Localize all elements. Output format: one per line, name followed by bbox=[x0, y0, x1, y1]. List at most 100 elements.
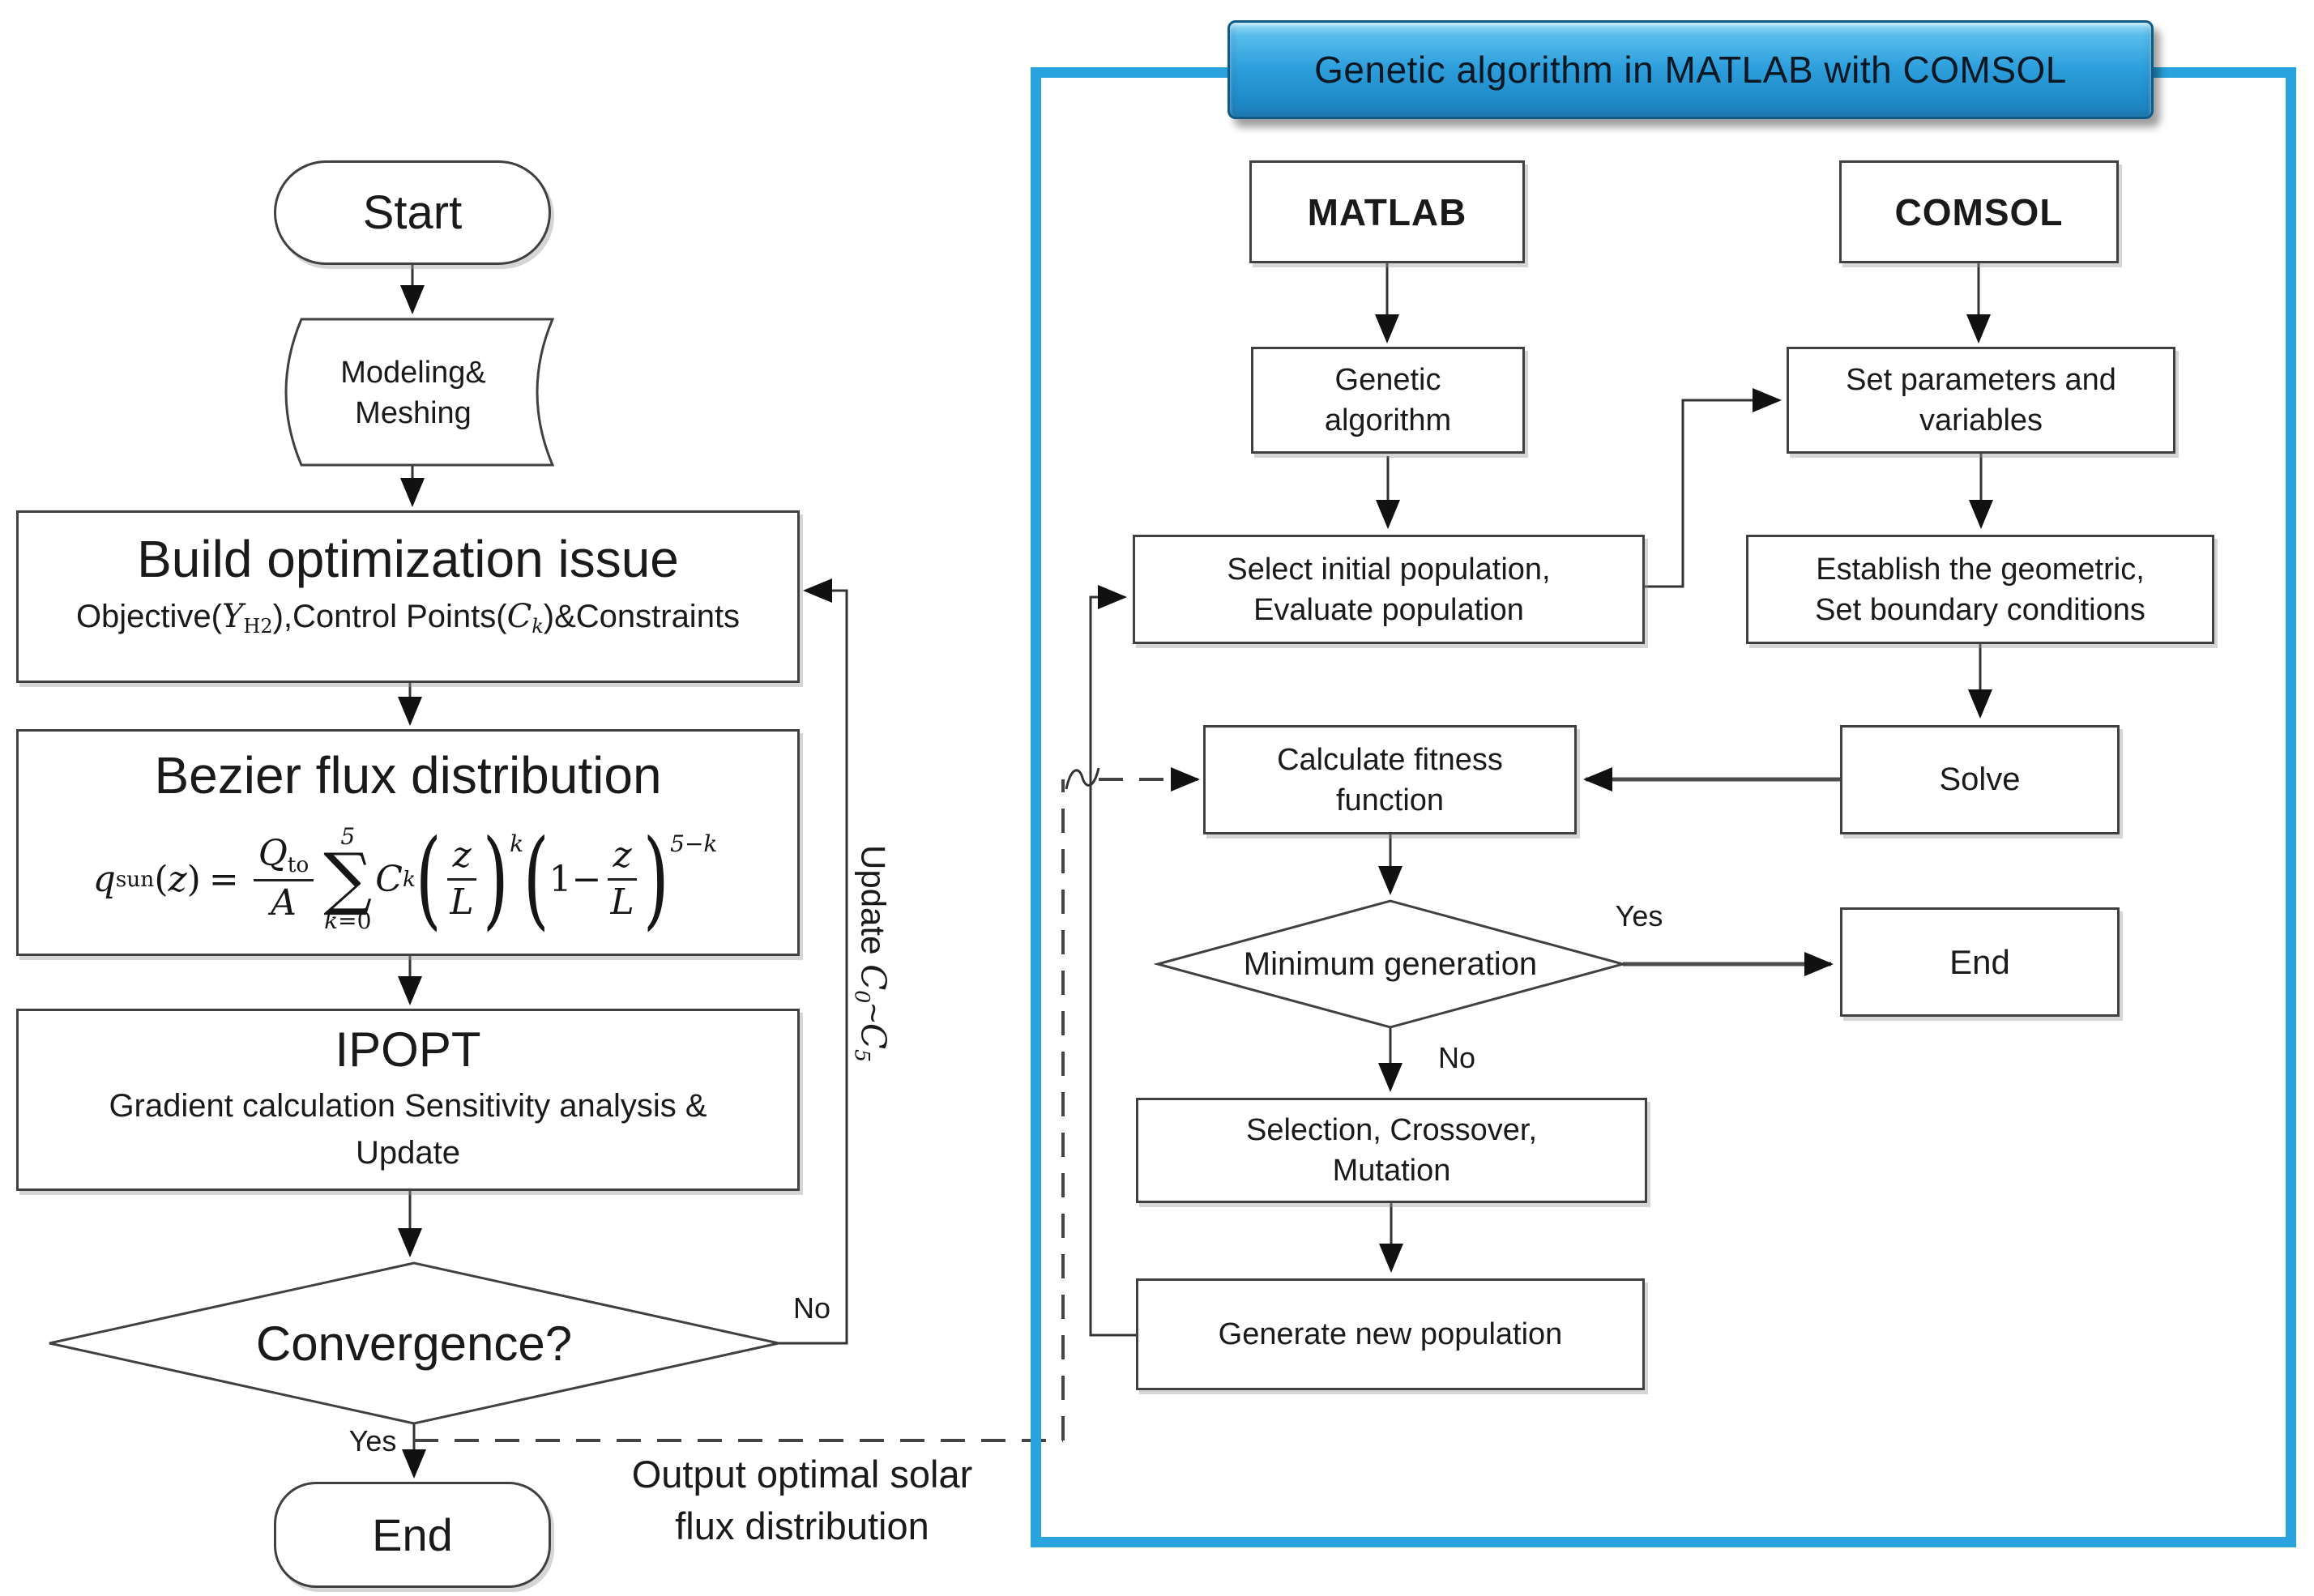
solve-label: Solve bbox=[1939, 762, 2021, 797]
formula-exp1: k bbox=[510, 830, 524, 857]
establish-line2: Set boundary conditions bbox=[1815, 592, 2145, 627]
update-C1: C bbox=[853, 964, 894, 991]
ipopt-sub-line1: Gradient calculation Sensitivity analysi… bbox=[109, 1088, 707, 1124]
no-label-left: No bbox=[792, 1291, 831, 1325]
panel-title-bar: Genetic algorithm in MATLAB with COMSOL bbox=[1227, 20, 2154, 119]
formula-frac2-num: z bbox=[608, 834, 637, 881]
formula-q: q bbox=[92, 858, 116, 900]
modeling-meshing-node: Modeling& Meshing bbox=[284, 324, 543, 462]
calc-line1: Calculate fitness bbox=[1277, 742, 1503, 777]
minimum-generation-node: Minimum generation bbox=[1195, 936, 1586, 992]
convergence-label: Convergence? bbox=[255, 1316, 573, 1371]
formula-C: C bbox=[375, 858, 403, 900]
set-parameters-node: Set parameters and variables bbox=[1787, 347, 2175, 454]
no-feedback-line bbox=[779, 578, 848, 1345]
no-label-right: No bbox=[1437, 1041, 1476, 1074]
formula-frac2-den: L bbox=[610, 881, 634, 923]
formula-frac1-den: L bbox=[450, 881, 474, 923]
formula-rparen: ) bbox=[186, 858, 201, 900]
formula-summation: 5 ∑ k=0 bbox=[323, 826, 372, 932]
formula-frac1-num: z bbox=[447, 834, 476, 881]
formula-z-over-L-2: z L bbox=[608, 834, 637, 923]
build-sub-Y: Y bbox=[222, 598, 244, 635]
formula-sum-top: 5 bbox=[340, 823, 356, 851]
convergence-diamond-shape bbox=[49, 1261, 779, 1425]
build-sub-k: k bbox=[532, 615, 544, 638]
establish-geometric-node: Establish the geometric, Set boundary co… bbox=[1746, 535, 2214, 644]
output-line2: flux distribution bbox=[675, 1504, 929, 1547]
formula-Q-over-A: Qto A bbox=[253, 833, 314, 924]
panel-title-text: Genetic algorithm in MATLAB with COMSOL bbox=[1314, 49, 2067, 91]
update-tilde: ~ bbox=[854, 1003, 893, 1023]
solve-node: Solve bbox=[1840, 725, 2120, 834]
formula-z: z bbox=[168, 858, 187, 900]
update-C2: C bbox=[853, 1022, 894, 1049]
start-terminator: Start bbox=[274, 160, 551, 265]
selection-crossover-node: Selection, Crossover, Mutation bbox=[1136, 1098, 1647, 1203]
build-sub-pre: Objective( bbox=[75, 599, 222, 634]
generate-label: Generate new population bbox=[1218, 1316, 1563, 1351]
calculate-fitness-node: Calculate fitness function bbox=[1203, 725, 1577, 834]
ipopt-node: IPOPT Gradient calculation Sensitivity a… bbox=[16, 1009, 800, 1191]
build-sub-post: )&Constraints bbox=[543, 599, 741, 634]
formula-Q-sub: to bbox=[287, 851, 310, 877]
bezier-title: Bezier flux distribution bbox=[154, 746, 662, 804]
formula-sum-bot-k: k bbox=[324, 907, 339, 934]
end-right-label: End bbox=[1949, 942, 2010, 981]
convergence-node: Convergence? bbox=[126, 1296, 702, 1390]
start-label: Start bbox=[362, 186, 463, 239]
formula-A: A bbox=[271, 882, 297, 924]
mingen-diamond-shape bbox=[1153, 899, 1628, 1029]
comsol-header-node: COMSOL bbox=[1839, 160, 2119, 263]
establish-line1: Establish the geometric, bbox=[1816, 552, 2145, 587]
ipopt-title: IPOPT bbox=[335, 1022, 481, 1077]
mingen-label: Minimum generation bbox=[1243, 945, 1538, 982]
mingen-diamond-outline bbox=[1153, 899, 1628, 1029]
end-terminator-left: End bbox=[274, 1482, 551, 1588]
build-title: Build optimization issue bbox=[137, 530, 679, 588]
line-break-squiggle bbox=[1065, 767, 1100, 790]
comsol-label: COMSOL bbox=[1894, 190, 2064, 233]
update-c0-c5-label: Update C0~C5 bbox=[851, 845, 894, 1062]
select-line2: Evaluate population bbox=[1253, 592, 1524, 627]
genetic-algorithm-node: Genetic algorithm bbox=[1251, 347, 1525, 454]
output-line1: Output optimal solar bbox=[631, 1453, 973, 1496]
yes-label-left: Yes bbox=[348, 1424, 397, 1457]
select-line1: Select initial population, bbox=[1227, 552, 1551, 587]
build-sub-mid: ),Control Points( bbox=[272, 599, 507, 634]
formula-Q: Q bbox=[258, 833, 288, 875]
build-sub-H2: H2 bbox=[243, 615, 273, 638]
setparams-line1: Set parameters and bbox=[1846, 363, 2116, 397]
formula-C-sub: k bbox=[402, 866, 416, 892]
selection-line1: Selection, Crossover, bbox=[1245, 1113, 1538, 1147]
update-sub5: 5 bbox=[850, 1048, 874, 1062]
selection-line2: Mutation bbox=[1332, 1154, 1451, 1188]
modeling-shape-outline bbox=[284, 318, 555, 467]
formula-equals: = bbox=[208, 858, 239, 900]
ipopt-sub-line2: Update bbox=[356, 1135, 460, 1171]
end-node-right: End bbox=[1840, 907, 2120, 1017]
select-initial-population-node: Select initial population, Evaluate popu… bbox=[1133, 535, 1645, 644]
formula-exp2: 5−k bbox=[670, 830, 718, 857]
line-select-to-setparams bbox=[1645, 388, 1782, 588]
genetic-line2: algorithm bbox=[1324, 403, 1452, 437]
generate-feedback-line bbox=[1089, 585, 1136, 1337]
setparams-line2: variables bbox=[1919, 403, 2043, 437]
sigma-symbol: ∑ bbox=[323, 839, 373, 919]
modeling-line1: Modeling& bbox=[340, 356, 486, 390]
modeling-line2: Meshing bbox=[355, 396, 472, 430]
build-sub-C: C bbox=[506, 598, 532, 635]
formula-q-sub: sun bbox=[115, 866, 155, 892]
formula-z-over-L-1: z L bbox=[447, 834, 476, 923]
formula-lparen: ( bbox=[154, 858, 169, 900]
matlab-label: MATLAB bbox=[1307, 190, 1467, 233]
build-subtitle: Objective(YH2),Control Points(Ck)&Constr… bbox=[76, 591, 740, 652]
convergence-diamond-outline bbox=[49, 1261, 779, 1425]
formula-sum-bot-eq: =0 bbox=[338, 907, 372, 934]
output-optimal-caption: Output optimal solar flux distribution bbox=[567, 1449, 1037, 1552]
genetic-line1: Genetic bbox=[1334, 363, 1441, 397]
update-sub0: 0 bbox=[850, 990, 874, 1004]
